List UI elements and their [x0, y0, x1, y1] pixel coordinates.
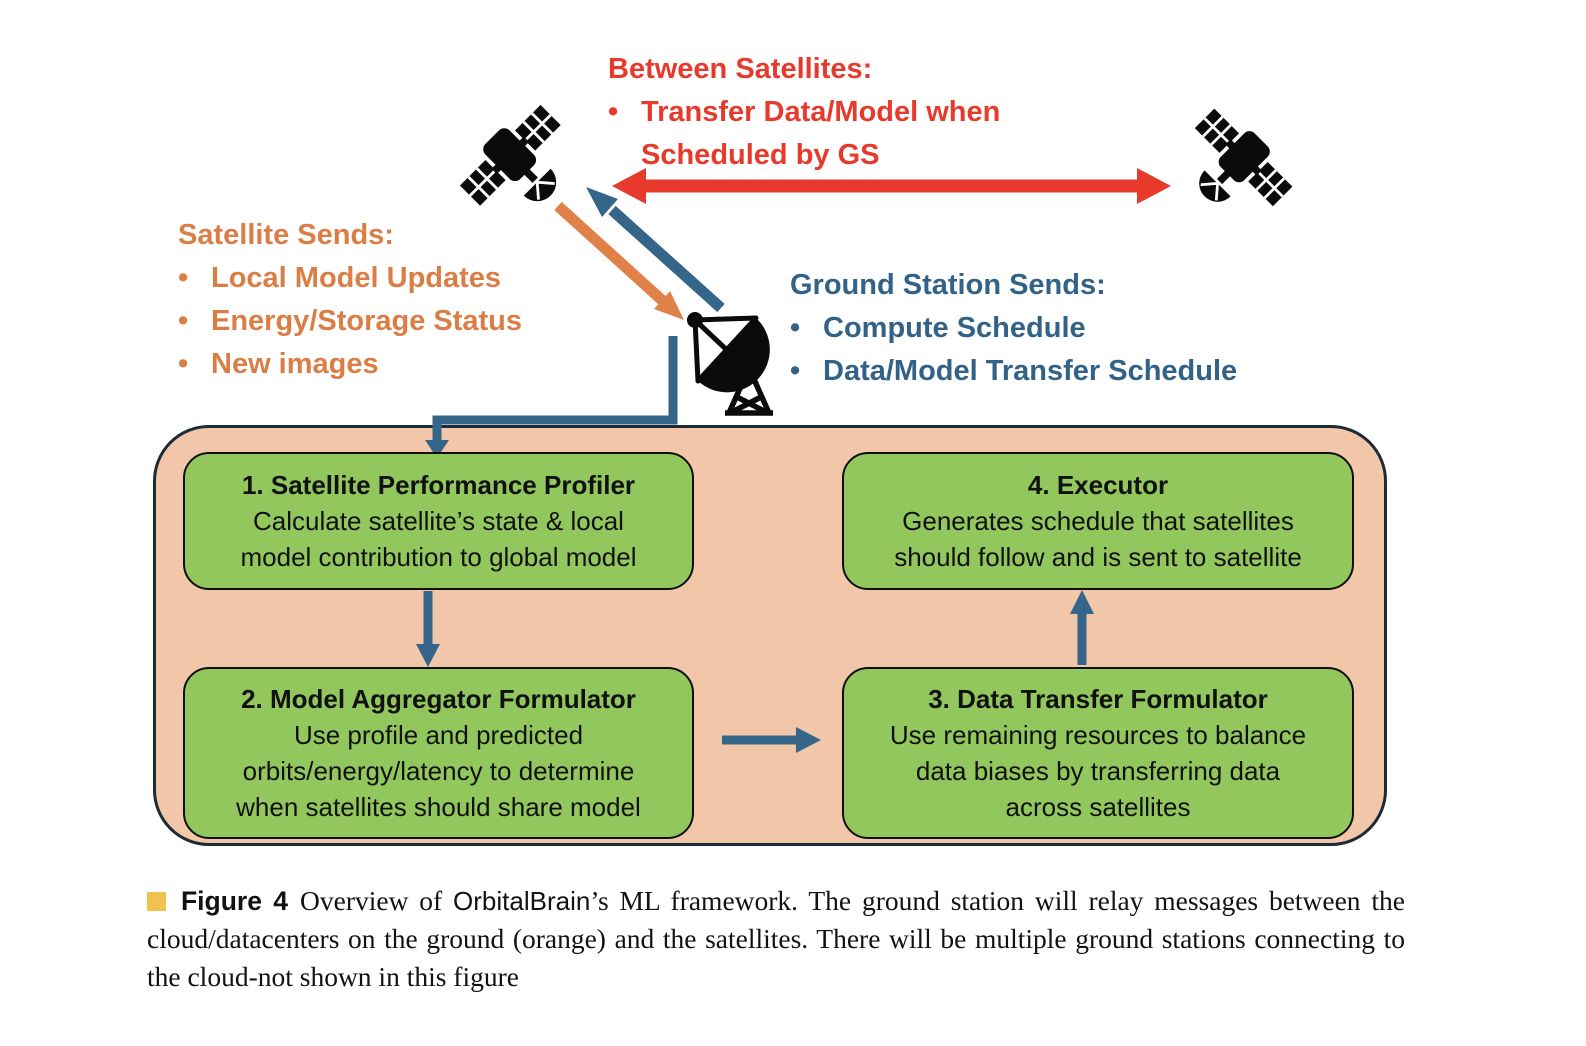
ground-station-sends-bullet: Compute Schedule — [790, 307, 1350, 350]
bullet-text: Transfer Data/Model when Scheduled by GS — [641, 96, 1001, 171]
flow-box-title: 2. Model Aggregator Formulator — [241, 684, 636, 714]
flow-box-text: data biases by transferring data — [915, 756, 1281, 786]
satellite-sends-bullet: New images — [178, 343, 638, 386]
bullet-text: Local Model Updates — [211, 262, 502, 294]
figure-marker-square-icon — [147, 892, 166, 911]
ground-station-sends-annotation: Ground Station Sends: Compute Schedule D… — [790, 264, 1350, 393]
flow-box-text: Use remaining resources to balance — [889, 720, 1307, 750]
bullet-icon — [178, 257, 211, 300]
bullet-text: Data/Model Transfer Schedule — [823, 355, 1238, 387]
figure-caption-label: Figure 4 — [181, 886, 289, 916]
flow-box-text: Generates schedule that satellites — [902, 506, 1294, 536]
bullet-text: Energy/Storage Status — [211, 305, 523, 337]
flow-box-text: Use profile and predicted — [293, 720, 584, 750]
bullet-icon — [790, 307, 823, 350]
flow-box-data-transfer-formulator: 3. Data Transfer Formulator Use remainin… — [842, 667, 1354, 839]
flow-box-text: orbits/energy/latency to determine — [242, 756, 635, 786]
between-satellites-bullet: Transfer Data/Model when Scheduled by GS — [608, 91, 1108, 177]
flow-box-text: should follow and is sent to satellite — [894, 542, 1302, 572]
flow-box-text: when satellites should share model — [236, 792, 641, 822]
figure-caption-brand: OrbitalBrain — [453, 886, 591, 916]
bullet-icon — [608, 91, 641, 134]
ground-station-sends-title: Ground Station Sends: — [790, 269, 1106, 301]
flow-box-text: model contribution to global model — [240, 542, 637, 572]
flow-box-text: Calculate satellite’s state & local — [253, 506, 624, 536]
bullet-icon — [790, 350, 823, 393]
ground-station-icon — [687, 312, 773, 413]
bullet-icon — [178, 300, 211, 343]
figure-caption-text: ’s ML framework. The ground station will… — [147, 885, 1405, 992]
satellite-sends-bullet: Local Model Updates — [178, 257, 638, 300]
flow-box-executor: 4. Executor Generates schedule that sate… — [842, 452, 1354, 590]
satellite-sends-bullet: Energy/Storage Status — [178, 300, 638, 343]
flow-box-title: 3. Data Transfer Formulator — [928, 684, 1268, 714]
flow-box-title: 1. Satellite Performance Profiler — [241, 470, 636, 500]
flow-box-text: across satellites — [1005, 792, 1191, 822]
ground-station-sends-bullet: Data/Model Transfer Schedule — [790, 350, 1350, 393]
bullet-text: Compute Schedule — [823, 312, 1086, 344]
arrowhead-down — [654, 291, 684, 320]
flow-box-model-aggregator-formulator: 2. Model Aggregator Formulator Use profi… — [183, 667, 694, 839]
arrowhead-right — [1137, 168, 1171, 204]
satellite-sends-annotation: Satellite Sends: Local Model Updates Ene… — [178, 214, 638, 386]
flow-box-title: 4. Executor — [1027, 470, 1169, 500]
bullet-text: New images — [211, 348, 379, 380]
satellite-sends-title: Satellite Sends: — [178, 219, 394, 251]
bullet-icon — [178, 343, 211, 386]
figure-caption: Figure 4 Overview of OrbitalBrain’s ML fr… — [147, 882, 1405, 996]
figure-caption-text: Overview of — [300, 885, 454, 916]
flow-box-satellite-performance-profiler: 1. Satellite Performance Profiler Calcul… — [183, 452, 694, 590]
satellite-icon — [1164, 99, 1302, 237]
arrowhead-up — [586, 187, 618, 217]
between-satellites-annotation: Between Satellites: Transfer Data/Model … — [608, 48, 1108, 177]
between-satellites-title: Between Satellites: — [608, 53, 873, 85]
